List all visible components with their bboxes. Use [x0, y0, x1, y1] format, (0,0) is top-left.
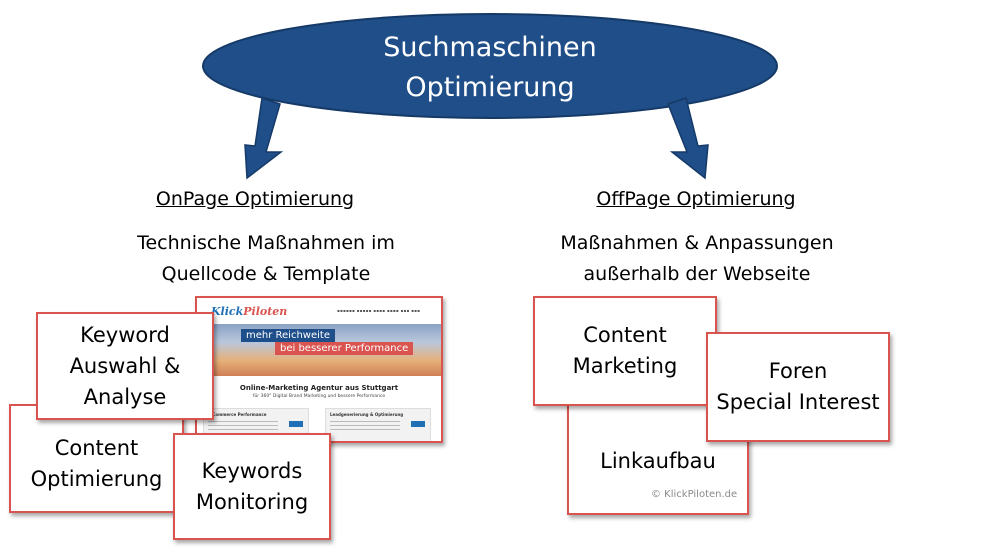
- box-foren: Foren Special Interest: [706, 332, 890, 442]
- thumb-subtitle: für 360° Digital Brand Marketing und bes…: [252, 394, 386, 399]
- box-content-marketing: Content Marketing: [533, 296, 717, 406]
- title-ellipse: [202, 13, 778, 119]
- diagram-title: Suchmaschinen Optimierung: [300, 28, 680, 108]
- offpage-description: Maßnahmen & Anpassungen außerhalb der We…: [533, 228, 861, 290]
- box-content-optimierung: Content Optimierung: [9, 404, 184, 513]
- thumb-badge-performance: bei besserer Performance: [275, 342, 414, 355]
- onpage-desc-line-2: Quellcode & Template: [161, 263, 371, 285]
- offpage-desc-line-2: außerhalb der Webseite: [583, 263, 811, 285]
- arrow-to-onpage: [244, 97, 284, 180]
- onpage-desc-line-1: Technische Maßnahmen im: [137, 232, 395, 254]
- box-keywords-monitoring: Keywords Monitoring: [173, 433, 331, 540]
- thumb-nav-links: ▪▪▪▪▪▪ ▪▪▪▪▪ ▪▪▪▪ ▪▪▪▪ ▪▪▪ ▪▪▪: [337, 308, 421, 313]
- title-line-2: Optimierung: [405, 72, 575, 103]
- thumb-logo: KlickPiloten: [211, 305, 288, 318]
- website-screenshot: KlickPiloten ▪▪▪▪▪▪ ▪▪▪▪▪ ▪▪▪▪ ▪▪▪▪ ▪▪▪ …: [195, 296, 443, 443]
- box-keyword-auswahl: Keyword Auswahl & Analyse: [36, 312, 214, 420]
- onpage-description: Technische Maßnahmen im Quellcode & Temp…: [105, 228, 427, 290]
- onpage-heading: OnPage Optimierung: [155, 188, 355, 210]
- arrow-to-offpage: [667, 97, 709, 180]
- offpage-desc-line-1: Maßnahmen & Anpassungen: [560, 232, 834, 254]
- thumb-badge-reichweite: mehr Reichweite: [241, 329, 335, 342]
- thumb-title: Online-Marketing Agentur aus Stuttgart: [239, 384, 399, 392]
- offpage-heading: OffPage Optimierung: [596, 188, 796, 210]
- thumb-card-leadgen: Leadgenerierung & Optimierung: [325, 408, 431, 441]
- title-line-1: Suchmaschinen: [383, 32, 597, 63]
- copyright-text: © KlickPiloten.de: [651, 489, 738, 500]
- thumb-nav: KlickPiloten ▪▪▪▪▪▪ ▪▪▪▪▪ ▪▪▪▪ ▪▪▪▪ ▪▪▪ …: [197, 298, 441, 325]
